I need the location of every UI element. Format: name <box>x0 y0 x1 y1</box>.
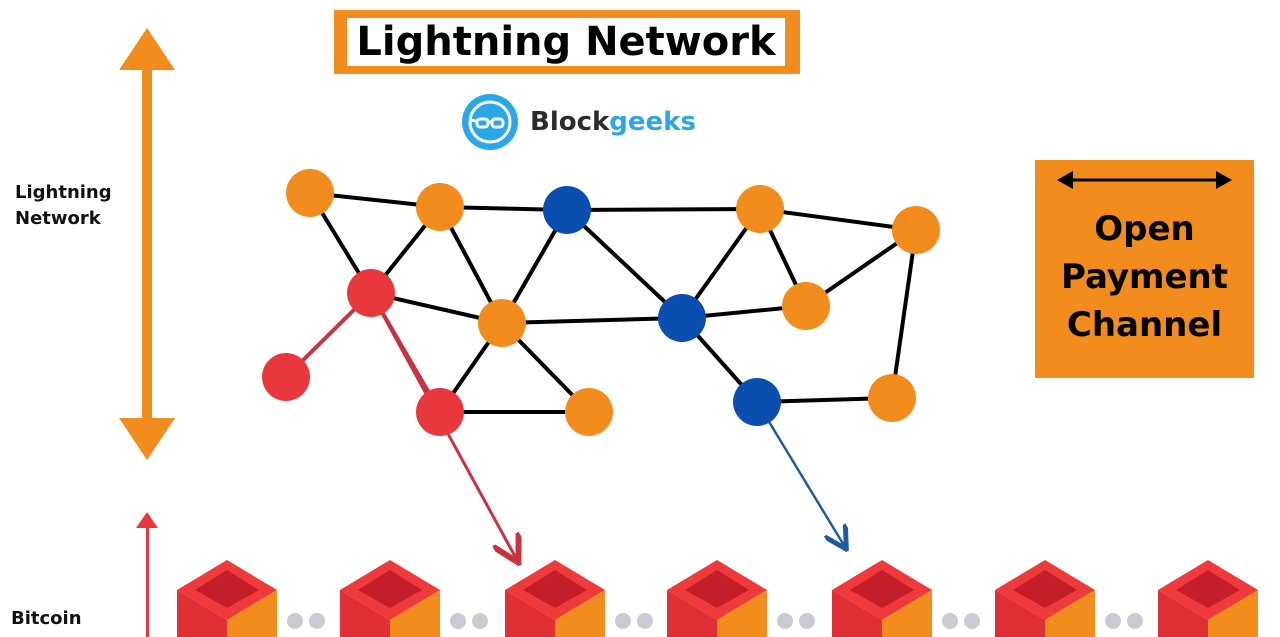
node-red <box>347 269 395 317</box>
bitcoin-layer-arrow <box>136 512 158 637</box>
block-opening <box>850 570 914 608</box>
settlement-links <box>284 291 845 560</box>
node-orange <box>868 374 916 422</box>
block-left-face <box>667 590 717 637</box>
block-opening <box>523 570 587 608</box>
bitcoin-block <box>832 560 932 637</box>
block-opening <box>1013 570 1077 608</box>
block-right-face <box>227 590 277 637</box>
chain-dot <box>450 613 466 629</box>
channel-edge <box>566 207 761 212</box>
blockgeeks-logo: Blockgeeks <box>462 94 696 150</box>
block-left-face <box>505 590 555 637</box>
block-right-face <box>1208 590 1258 637</box>
block-right-face <box>555 590 605 637</box>
node-blue <box>543 186 591 234</box>
node-red <box>416 388 464 436</box>
node-orange <box>286 169 334 217</box>
glasses-icon <box>462 94 518 150</box>
chain-dot <box>472 613 488 629</box>
chain-dot <box>1127 613 1143 629</box>
bitcoin-block <box>667 560 767 637</box>
block-right-face <box>717 590 767 637</box>
block-left-face <box>995 590 1045 637</box>
channel-edge <box>890 229 918 399</box>
logo-wordmark: Blockgeeks <box>530 107 696 137</box>
chain-dot <box>777 613 793 629</box>
chain-dot <box>309 613 325 629</box>
block-right-face <box>390 590 440 637</box>
open-payment-channel-label: Open Payment Channel <box>1060 209 1228 345</box>
chain-dot <box>799 613 815 629</box>
block-right-face <box>882 590 932 637</box>
block-left-face <box>1158 590 1208 637</box>
bitcoin-block <box>340 560 440 637</box>
block-left-face <box>177 590 227 637</box>
bitcoin-block <box>177 560 277 637</box>
node-orange <box>892 206 940 254</box>
chain-dot <box>1105 613 1121 629</box>
block-opening <box>1176 570 1240 608</box>
lightning-layer-arrow <box>119 28 175 460</box>
chain-dot <box>637 613 653 629</box>
block-left-face <box>832 590 882 637</box>
bitcoin-block <box>1158 560 1258 637</box>
channel-edge <box>759 207 917 232</box>
block-right-face <box>1045 590 1095 637</box>
bitcoin-block <box>505 560 605 637</box>
node-blue <box>658 294 706 342</box>
node-orange <box>565 388 613 436</box>
block-opening <box>358 570 422 608</box>
bitcoin-block <box>995 560 1095 637</box>
block-left-face <box>340 590 390 637</box>
node-orange <box>782 282 830 330</box>
block-opening <box>195 570 259 608</box>
page-title: Lightning Network <box>347 18 785 66</box>
block-opening <box>685 570 749 608</box>
lightning-network-label: Lightning Network <box>15 182 112 229</box>
bitcoin-blockchain <box>177 560 1258 637</box>
chain-dot <box>942 613 958 629</box>
double-arrow-icon <box>1057 171 1232 189</box>
node-orange <box>416 183 464 231</box>
node-red <box>262 353 310 401</box>
settlement-arrow-blue <box>755 401 845 547</box>
open-payment-channel-box <box>1035 160 1254 378</box>
chain-dot <box>615 613 631 629</box>
network-nodes <box>262 169 940 436</box>
node-orange <box>736 185 784 233</box>
channel-edge <box>501 316 683 325</box>
node-orange <box>478 299 526 347</box>
node-blue <box>733 378 781 426</box>
channel-edge <box>565 208 684 320</box>
chain-dot <box>287 613 303 629</box>
bitcoin-label: Bitcoin <box>11 608 82 629</box>
chain-dot <box>964 613 980 629</box>
